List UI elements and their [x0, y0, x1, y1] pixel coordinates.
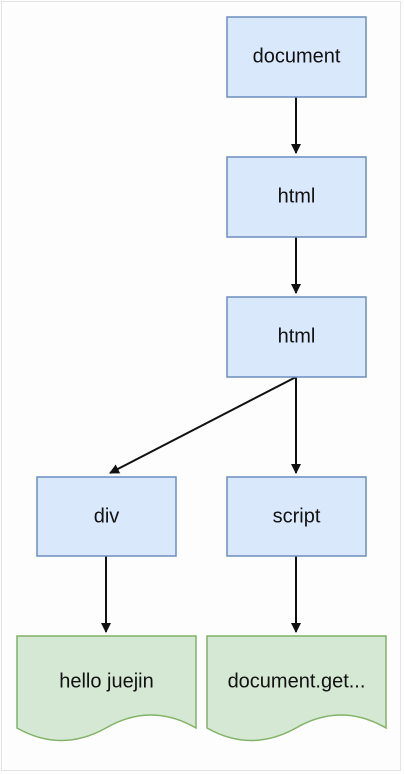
edge-html-div: [109, 376, 297, 474]
node-hello-juejin: hello juejin: [16, 635, 197, 742]
node-html-2-label: html: [278, 325, 316, 347]
node-document: document: [226, 16, 367, 98]
node-div-label: div: [94, 505, 120, 527]
node-html-2: html: [226, 296, 367, 378]
node-hello-juejin-label: hello juejin: [59, 670, 154, 692]
node-document-label: document: [253, 45, 341, 67]
node-document-get-label: document.get...: [228, 670, 366, 692]
node-html-1-label: html: [278, 185, 316, 207]
node-script-label: script: [273, 505, 321, 527]
node-html-1: html: [226, 156, 367, 238]
node-div: div: [36, 476, 177, 557]
node-script: script: [226, 476, 367, 557]
node-document-get: document.get...: [206, 635, 387, 742]
